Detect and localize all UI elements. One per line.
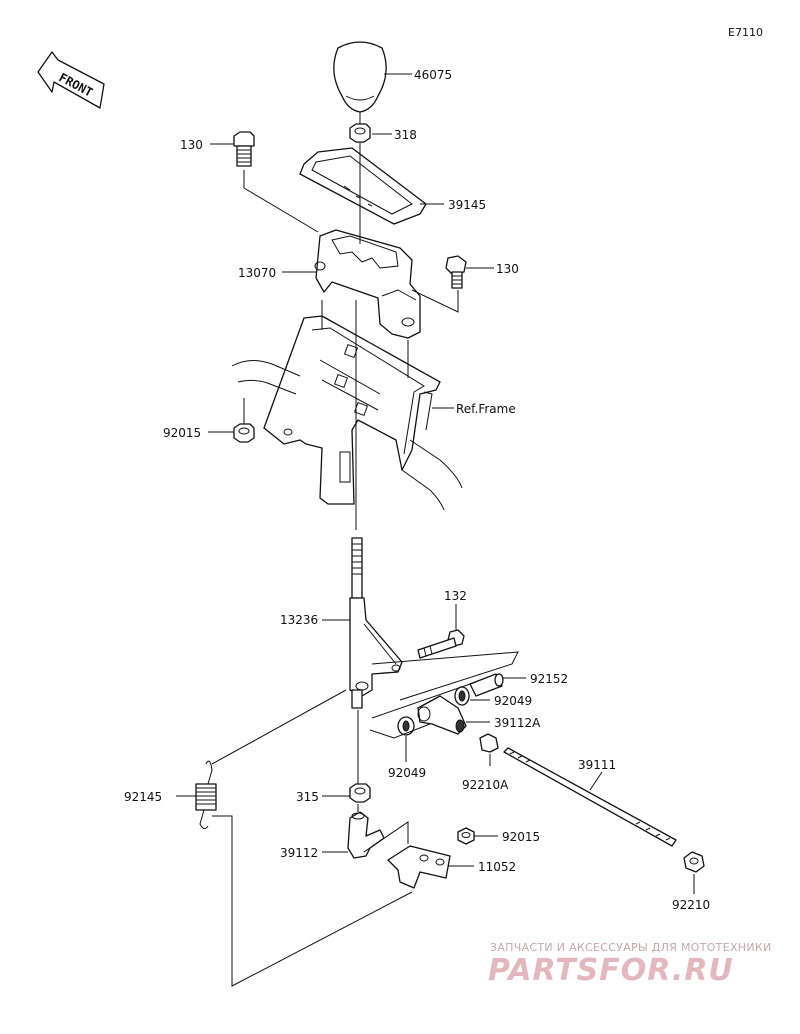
watermark-brand: PARTSFOR.RU [488, 953, 734, 988]
label-92210A[interactable]: 92210A [462, 778, 509, 792]
link-39112A[interactable] [417, 695, 467, 735]
bracket-11052[interactable] [387, 845, 451, 889]
label-92210[interactable]: 92210 [672, 898, 710, 912]
label-132[interactable]: 132 [444, 589, 467, 603]
nut-92015-left[interactable] [233, 423, 255, 443]
label-315[interactable]: 315 [296, 790, 319, 804]
label-39112A[interactable]: 39112A [494, 716, 541, 730]
label-92015-left[interactable]: 92015 [163, 426, 201, 440]
seal-92049-upper[interactable] [454, 686, 470, 706]
shift-housing-13070[interactable] [314, 229, 421, 339]
label-13236[interactable]: 13236 [280, 613, 318, 627]
shift-knob-46075[interactable] [333, 41, 387, 113]
label-11052[interactable]: 11052 [478, 860, 516, 874]
nut-318[interactable] [349, 123, 371, 143]
bolt-130-right[interactable] [445, 255, 467, 289]
label-39112[interactable]: 39112 [280, 846, 318, 860]
nut-92210A[interactable] [479, 733, 499, 753]
collar-92152[interactable] [469, 673, 504, 697]
assembly-lines [211, 112, 519, 987]
label-39145[interactable]: 39145 [448, 198, 486, 212]
spring-92145[interactable] [195, 760, 217, 830]
label-46075[interactable]: 46075 [414, 68, 452, 82]
seal-92049-lower[interactable] [397, 716, 415, 736]
leader-lines [176, 73, 695, 894]
mounting-bracket[interactable] [263, 315, 441, 505]
label-13070[interactable]: 13070 [238, 266, 276, 280]
label-130-left[interactable]: 130 [180, 138, 203, 152]
label-92145[interactable]: 92145 [124, 790, 162, 804]
bolt-132[interactable] [417, 629, 465, 659]
label-92015-right[interactable]: 92015 [502, 830, 540, 844]
label-39111[interactable]: 39111 [578, 758, 616, 772]
frame-tube [231, 360, 463, 511]
shift-gate-cover-39145[interactable] [299, 147, 427, 225]
rod-39111[interactable] [503, 747, 677, 847]
watermark-tagline: ЗАПЧАСТИ И АКСЕССУАРЫ ДЛЯ МОТОТЕХНИКИ [490, 941, 772, 954]
front-arrow-icon: FRONT [37, 51, 105, 109]
label-318[interactable]: 318 [394, 128, 417, 142]
nut-92210[interactable] [683, 851, 705, 873]
ref-frame-label: Ref.Frame [456, 402, 516, 416]
label-92049-lower[interactable]: 92049 [388, 766, 426, 780]
label-92152[interactable]: 92152 [530, 672, 568, 686]
label-92049-upper[interactable]: 92049 [494, 694, 532, 708]
shift-lever-13236[interactable] [349, 537, 403, 709]
label-130-right[interactable]: 130 [496, 262, 519, 276]
nut-315[interactable] [349, 783, 371, 803]
bolt-130-left[interactable] [233, 131, 255, 167]
diagram-code: E7110 [728, 26, 763, 39]
nut-92015-right[interactable] [457, 827, 475, 845]
